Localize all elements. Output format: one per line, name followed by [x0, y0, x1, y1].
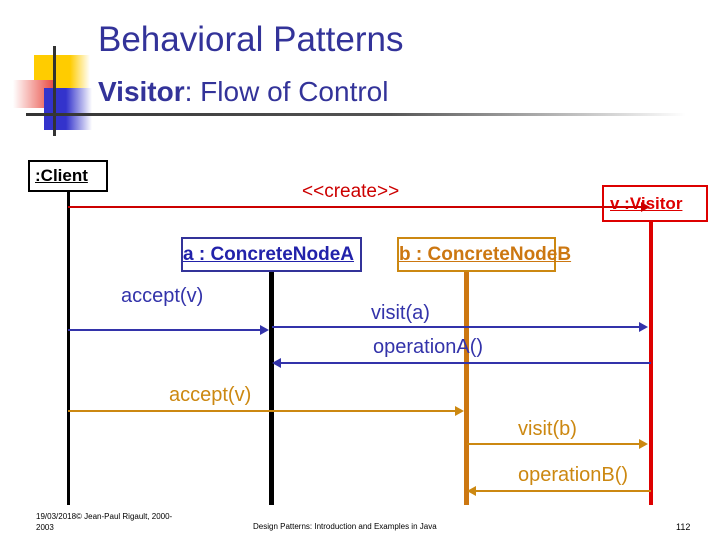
- message-label-accept-b: accept(v): [169, 384, 252, 406]
- subtitle-rest: : Flow of Control: [184, 76, 389, 107]
- object-box-nodeb[interactable]: b : ConcreteNodeB: [397, 237, 571, 272]
- title-block: Behavioral Patterns Visitor: Flow of Con…: [0, 0, 720, 136]
- footer-page-number: 112: [676, 522, 691, 532]
- message-arrowhead-create: [641, 202, 650, 212]
- message-label-operation-b: operationB(): [518, 464, 629, 486]
- object-label-nodeb: b : ConcreteNodeB: [399, 243, 572, 265]
- message-arrowhead-visit-b: [639, 439, 648, 449]
- message-label-accept-a: accept(v): [121, 285, 204, 307]
- message-arrowhead-operation-b: [467, 486, 476, 496]
- lifeline-visitor: [649, 222, 653, 505]
- message-arrowhead-visit-a: [639, 322, 648, 332]
- message-label-visit-a: visit(a): [371, 302, 430, 324]
- message-line-visit-b: [467, 443, 641, 445]
- object-label-nodea: a : ConcreteNodeA: [183, 243, 355, 265]
- slide-footer: 19/03/2018© Jean-Paul Rigault, 2000-2003…: [0, 506, 720, 540]
- message-line-operation-b: [474, 490, 651, 492]
- message-label-operation-a: operationA(): [373, 336, 484, 358]
- message-arrowhead-accept-b: [455, 406, 464, 416]
- message-line-operation-a: [279, 362, 651, 364]
- message-arrowhead-operation-a: [272, 358, 281, 368]
- lifeline-nodeb: [464, 272, 469, 505]
- title-underline-rule: [26, 113, 686, 116]
- message-arrowhead-accept-a: [260, 325, 269, 335]
- lifeline-nodea: [269, 272, 274, 505]
- message-label-visit-b: visit(b): [518, 418, 577, 440]
- object-box-nodea[interactable]: a : ConcreteNodeA: [181, 237, 362, 272]
- sequence-diagram: :Client v :Visitor a : ConcreteNodeA b :…: [0, 136, 720, 506]
- object-label-client: :Client: [35, 166, 88, 185]
- message-line-visit-a: [272, 326, 641, 328]
- decoration-blue-fade: [66, 88, 92, 130]
- lifeline-client: [67, 192, 70, 505]
- message-line-accept-a: [68, 329, 262, 331]
- decoration-vertical-rule: [53, 46, 56, 136]
- footer-course-title: Design Patterns: Introduction and Exampl…: [253, 522, 437, 531]
- message-label-create: <<create>>: [302, 181, 400, 202]
- footer-date-copyright: 19/03/2018© Jean-Paul Rigault, 2000-2003: [36, 512, 173, 532]
- page-subtitle: Visitor: Flow of Control: [98, 76, 388, 108]
- object-box-visitor[interactable]: v :Visitor: [602, 185, 708, 222]
- message-line-create: [68, 206, 641, 208]
- message-line-accept-b: [68, 410, 457, 412]
- subtitle-pattern-name: Visitor: [98, 76, 185, 107]
- decoration-yellow-fade: [70, 55, 90, 90]
- object-box-client[interactable]: :Client: [28, 160, 108, 192]
- page-title: Behavioral Patterns: [98, 20, 404, 59]
